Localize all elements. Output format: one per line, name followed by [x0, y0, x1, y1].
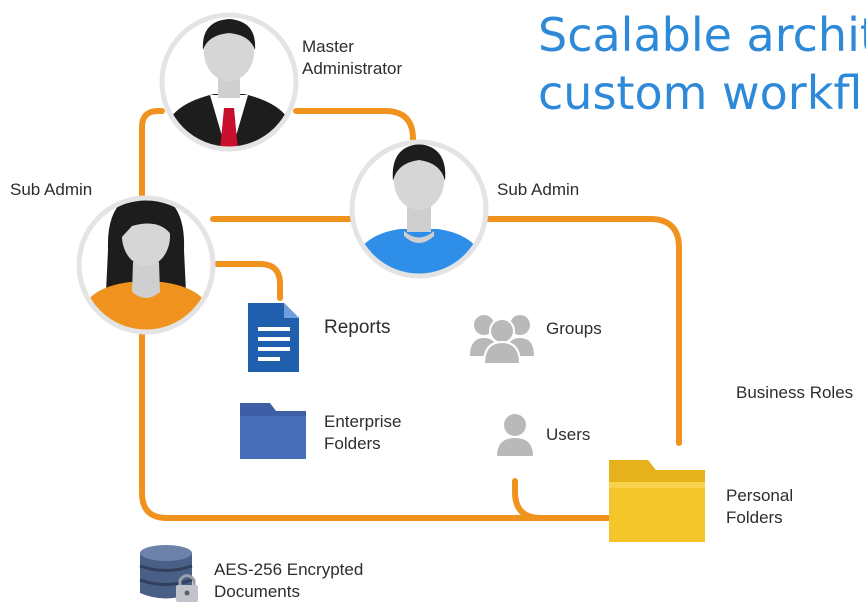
sub-admin-female-avatar [76, 195, 216, 335]
encrypted-documents-label: AES-256 Encrypted Documents [214, 560, 364, 601]
users-label: Users [546, 425, 591, 444]
connector-master-to-left-admin [139, 108, 165, 201]
business-roles-label: Business Roles [736, 383, 854, 402]
connector-master-to-right-admin [293, 108, 416, 145]
groups-label: Groups [546, 319, 602, 338]
sub-admin-male-avatar [349, 139, 489, 279]
encrypted-database-icon [139, 545, 198, 602]
master-admin-avatar [159, 12, 299, 152]
lock-icon [176, 574, 198, 602]
connector-right-admin-to-personal-folders [483, 216, 682, 446]
reports-label: Reports [324, 317, 391, 338]
enterprise-folders-label: Enterprise Folders [324, 412, 402, 453]
groups-icon [470, 315, 534, 365]
user-icon [497, 414, 533, 456]
report-document-icon [248, 303, 299, 372]
title-line-2: custom workfl [538, 66, 863, 120]
connector-left-admin-to-reports [203, 261, 283, 301]
connector-users-to-personal-folders [512, 478, 544, 521]
connector-left-admin-to-personal-folders [139, 329, 611, 521]
title-line-1: Scalable archit [538, 8, 866, 62]
personal-folders-label: Personal Folders [726, 486, 794, 527]
sub-admin-right-label: Sub Admin [497, 180, 580, 199]
sub-admin-left-label: Sub Admin [10, 180, 93, 199]
personal-folder-icon [609, 460, 705, 542]
connector-lines [139, 108, 682, 521]
master-administrator-label: Master Administrator [302, 37, 403, 78]
page-title: Scalable archit custom workfl [538, 6, 866, 122]
folder-icon [240, 403, 306, 459]
